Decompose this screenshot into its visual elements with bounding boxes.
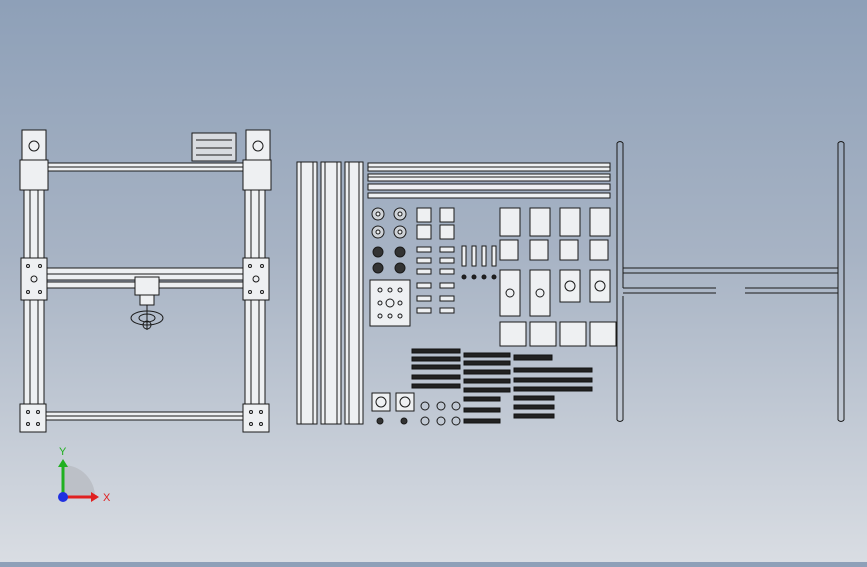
- bracket-plates[interactable]: [369, 207, 617, 426]
- z-axis-dot: [58, 492, 68, 502]
- fastener-kit[interactable]: [411, 348, 593, 424]
- table-frame[interactable]: [616, 141, 845, 422]
- aluminum-profiles[interactable]: [296, 161, 611, 425]
- frame-assembly[interactable]: [19, 129, 272, 433]
- x-axis-label: X: [103, 492, 111, 504]
- y-axis-label: Y: [59, 446, 67, 458]
- coordinate-triad: X Y: [58, 446, 111, 504]
